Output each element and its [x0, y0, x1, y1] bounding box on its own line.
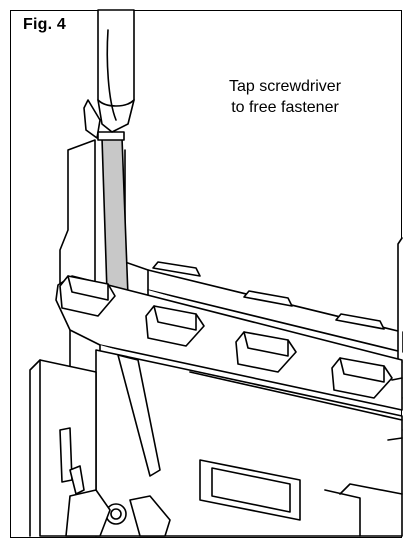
instruction-caption: Tap screwdriver to free fastener [205, 76, 365, 118]
beam-ridges [59, 275, 393, 399]
figure-label: Fig. 4 [23, 16, 66, 33]
caption-line-2: to free fastener [231, 99, 339, 116]
screwdriver-icon [97, 9, 135, 133]
lower-frame [95, 349, 403, 537]
screwdriver-shaft [97, 131, 129, 297]
back-rail-tabs [152, 261, 385, 330]
right-end-detail [387, 377, 403, 441]
caption-line-1: Tap screwdriver [228, 78, 342, 95]
fastener-icon [65, 465, 171, 537]
base-housing [29, 359, 97, 537]
